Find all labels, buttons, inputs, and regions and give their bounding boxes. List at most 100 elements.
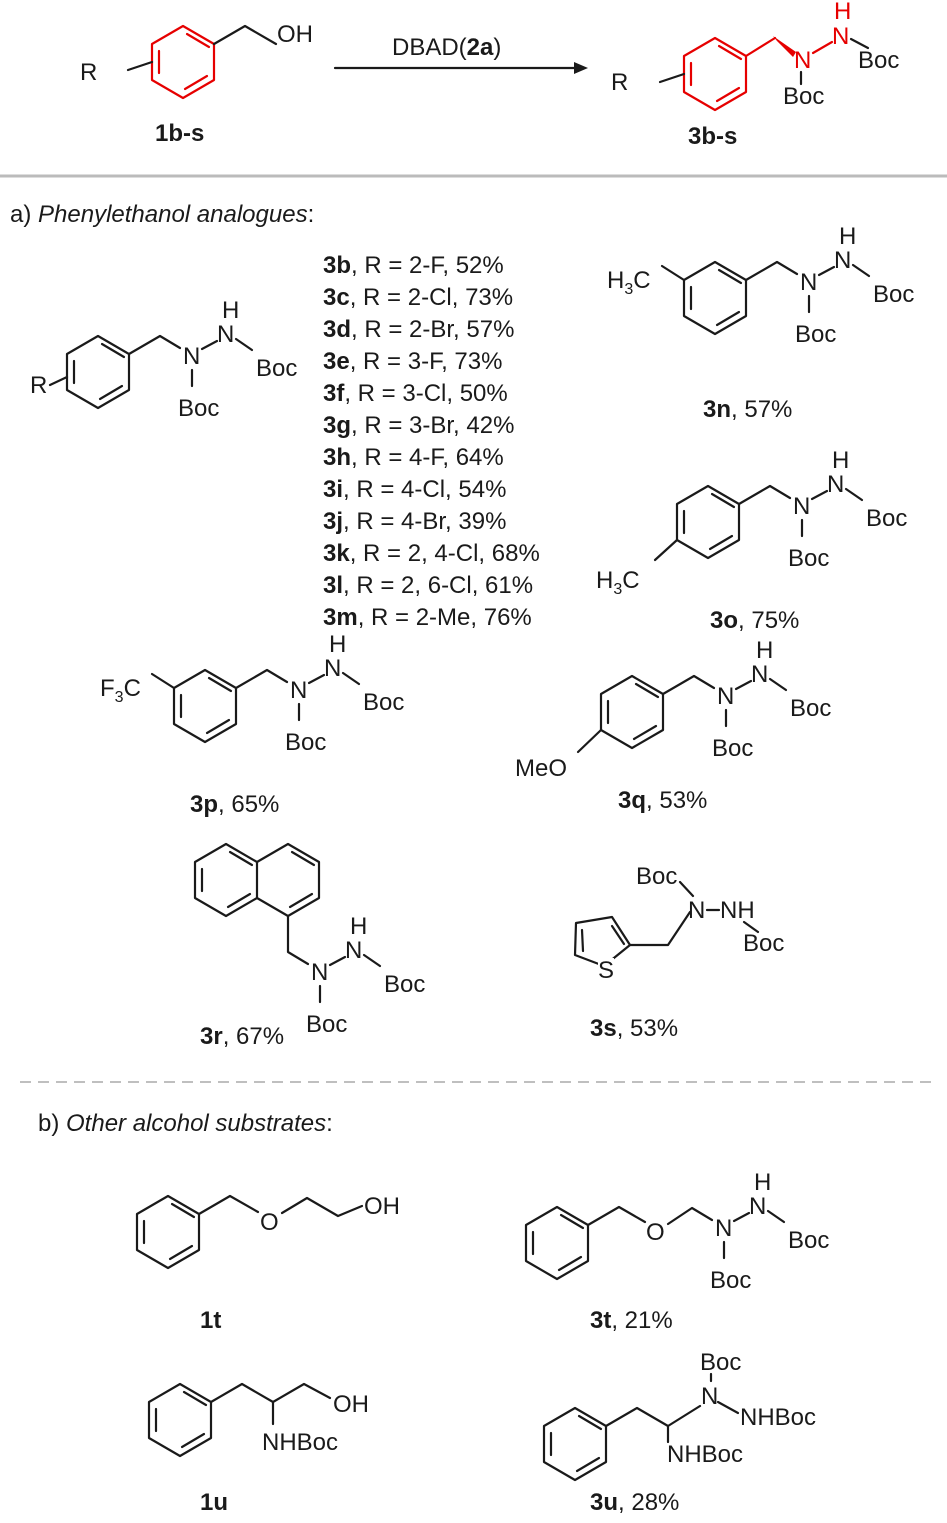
- 3p-benzene-ring: [172, 668, 238, 744]
- product-n1: N: [794, 47, 811, 74]
- entry-3i: 3i, R = 4-Cl, 54%: [323, 476, 506, 503]
- 3t-n2: N: [749, 1193, 766, 1220]
- 3n-boc-2: Boc: [795, 321, 836, 348]
- 3p-n2: N: [324, 655, 341, 682]
- generic-r-group: R: [30, 372, 47, 399]
- 3u-label: 3u, 28%: [590, 1489, 679, 1516]
- entry-3f: 3f, R = 3-Cl, 50%: [323, 380, 508, 407]
- generic-n1: N: [183, 343, 200, 370]
- compound-3q: MeO N N H Boc Boc 3q, 53%: [515, 637, 831, 814]
- entry-3g: 3g, R = 3-Br, 42%: [323, 412, 514, 439]
- 3u-benzene-ring: [542, 1406, 608, 1482]
- reactant-r-group: R: [80, 59, 97, 86]
- compound-3t: O N N H Boc Boc 3t, 21%: [524, 1169, 829, 1334]
- 3q-n1: N: [717, 683, 734, 710]
- 3q-benzene-ring: [599, 674, 665, 750]
- generic-boc-1: Boc: [256, 355, 297, 382]
- entry-3h: 3h, R = 4-F, 64%: [323, 444, 504, 471]
- entry-3c: 3c, R = 2-Cl, 73%: [323, 284, 513, 311]
- 3n-label: 3n, 57%: [703, 396, 792, 423]
- product-boc-2: Boc: [783, 83, 824, 110]
- 3o-boc-2: Boc: [788, 545, 829, 572]
- entry-3m: 3m, R = 2-Me, 76%: [323, 604, 532, 631]
- reactant-benzene-ring: [150, 24, 216, 100]
- entry-3d: 3d, R = 2-Br, 57%: [323, 316, 514, 343]
- entry-3e: 3e, R = 3-F, 73%: [323, 348, 502, 375]
- 3s-nh: NH: [720, 897, 755, 924]
- 3o-methyl: H3C: [596, 567, 640, 598]
- reaction-arrow: DBAD(2a): [333, 34, 588, 74]
- 3t-benzene-ring: [524, 1205, 590, 1281]
- 3t-nh-h: H: [754, 1169, 771, 1196]
- 1u-benzene-ring: [147, 1382, 213, 1458]
- 3t-boc-1: Boc: [788, 1227, 829, 1254]
- compound-3r: N N H Boc Boc 3r, 67%: [193, 842, 425, 1050]
- compound-1t: O OH 1t: [135, 1193, 400, 1334]
- compound-3o: H3C N N H Boc Boc 3o, 75%: [596, 447, 907, 634]
- 3p-n1: N: [290, 677, 307, 704]
- reagent-label: DBAD(2a): [392, 34, 501, 61]
- 3n-benzene-ring: [682, 260, 748, 336]
- 3q-n2: N: [751, 661, 768, 688]
- compound-3n: H3C N N H Boc Boc 3n, 57%: [607, 223, 914, 423]
- 3o-n1: N: [793, 493, 810, 520]
- 1u-oh: OH: [333, 1391, 369, 1418]
- 3t-ether-o: O: [646, 1219, 665, 1246]
- entry-3l: 3l, R = 2, 6-Cl, 61%: [323, 572, 533, 599]
- generic-benzene-ring: [65, 334, 131, 410]
- 1u-label: 1u: [200, 1489, 228, 1516]
- 3r-label: 3r, 67%: [200, 1023, 284, 1050]
- 3s-sulfur: S: [598, 957, 614, 984]
- 3q-boc-2: Boc: [712, 735, 753, 762]
- 1t-oh: OH: [364, 1193, 400, 1220]
- generic-structure-3b-3m: R N N H Boc Boc: [30, 297, 297, 422]
- 3r-n2: N: [345, 937, 362, 964]
- 3u-boc: Boc: [700, 1349, 741, 1376]
- 3o-nh-h: H: [832, 447, 849, 474]
- product-3b-s: R N N H Boc Boc 3b-s: [611, 0, 899, 150]
- entry-3j: 3j, R = 4-Br, 39%: [323, 508, 506, 535]
- generic-boc-2: Boc: [178, 395, 219, 422]
- 3u-nhboc-1: NHBoc: [740, 1404, 816, 1431]
- reactant-oh: OH: [277, 21, 313, 48]
- 1u-nhboc: NHBoc: [262, 1429, 338, 1456]
- 3n-boc-1: Boc: [873, 281, 914, 308]
- product-benzene-ring: [682, 36, 748, 112]
- compound-3p: F3C N N H Boc Boc 3p, 65%: [100, 631, 404, 818]
- 3o-n2: N: [827, 471, 844, 498]
- 3q-nh-h: H: [756, 637, 773, 664]
- compound-3u: N Boc NHBoc NHBoc 3u, 28%: [542, 1349, 816, 1516]
- product-nh-h: H: [834, 0, 851, 25]
- 3q-boc-1: Boc: [790, 695, 831, 722]
- product-boc-1: Boc: [858, 47, 899, 74]
- substituent-list: 3b, R = 2-F, 52% 3c, R = 2-Cl, 73% 3d, R…: [323, 252, 540, 631]
- 3p-nh-h: H: [329, 631, 346, 658]
- generic-nh-h: H: [222, 297, 239, 324]
- product-r-group: R: [611, 69, 628, 96]
- product-label: 3b-s: [688, 123, 737, 150]
- 3r-nh-h: H: [350, 913, 367, 940]
- 3r-n1: N: [311, 959, 328, 986]
- 3s-n1: N: [688, 897, 705, 924]
- 3t-boc-2: Boc: [710, 1267, 751, 1294]
- 3r-boc-2: Boc: [306, 1011, 347, 1038]
- 3n-methyl: H3C: [607, 267, 651, 298]
- 3s-boc-1: Boc: [636, 863, 677, 890]
- section-b-heading: b) Other alcohol substrates:: [38, 1110, 333, 1137]
- 3o-benzene-ring: [675, 484, 741, 560]
- entry-3b: 3b, R = 2-F, 52%: [323, 252, 504, 279]
- 3u-n1: N: [701, 1383, 718, 1410]
- section-a-heading: a) Phenylethanol analogues:: [10, 201, 314, 228]
- 3r-naphthalene-ring: [193, 842, 321, 918]
- 3p-trifluoromethyl: F3C: [100, 675, 141, 706]
- 3t-label: 3t, 21%: [590, 1307, 673, 1334]
- 3q-methoxy: MeO: [515, 755, 567, 782]
- 3p-boc-1: Boc: [363, 689, 404, 716]
- 3p-boc-2: Boc: [285, 729, 326, 756]
- 3n-nh-h: H: [839, 223, 856, 250]
- 3s-label: 3s, 53%: [590, 1015, 678, 1042]
- 3p-label: 3p, 65%: [190, 791, 279, 818]
- 3t-n1: N: [715, 1215, 732, 1242]
